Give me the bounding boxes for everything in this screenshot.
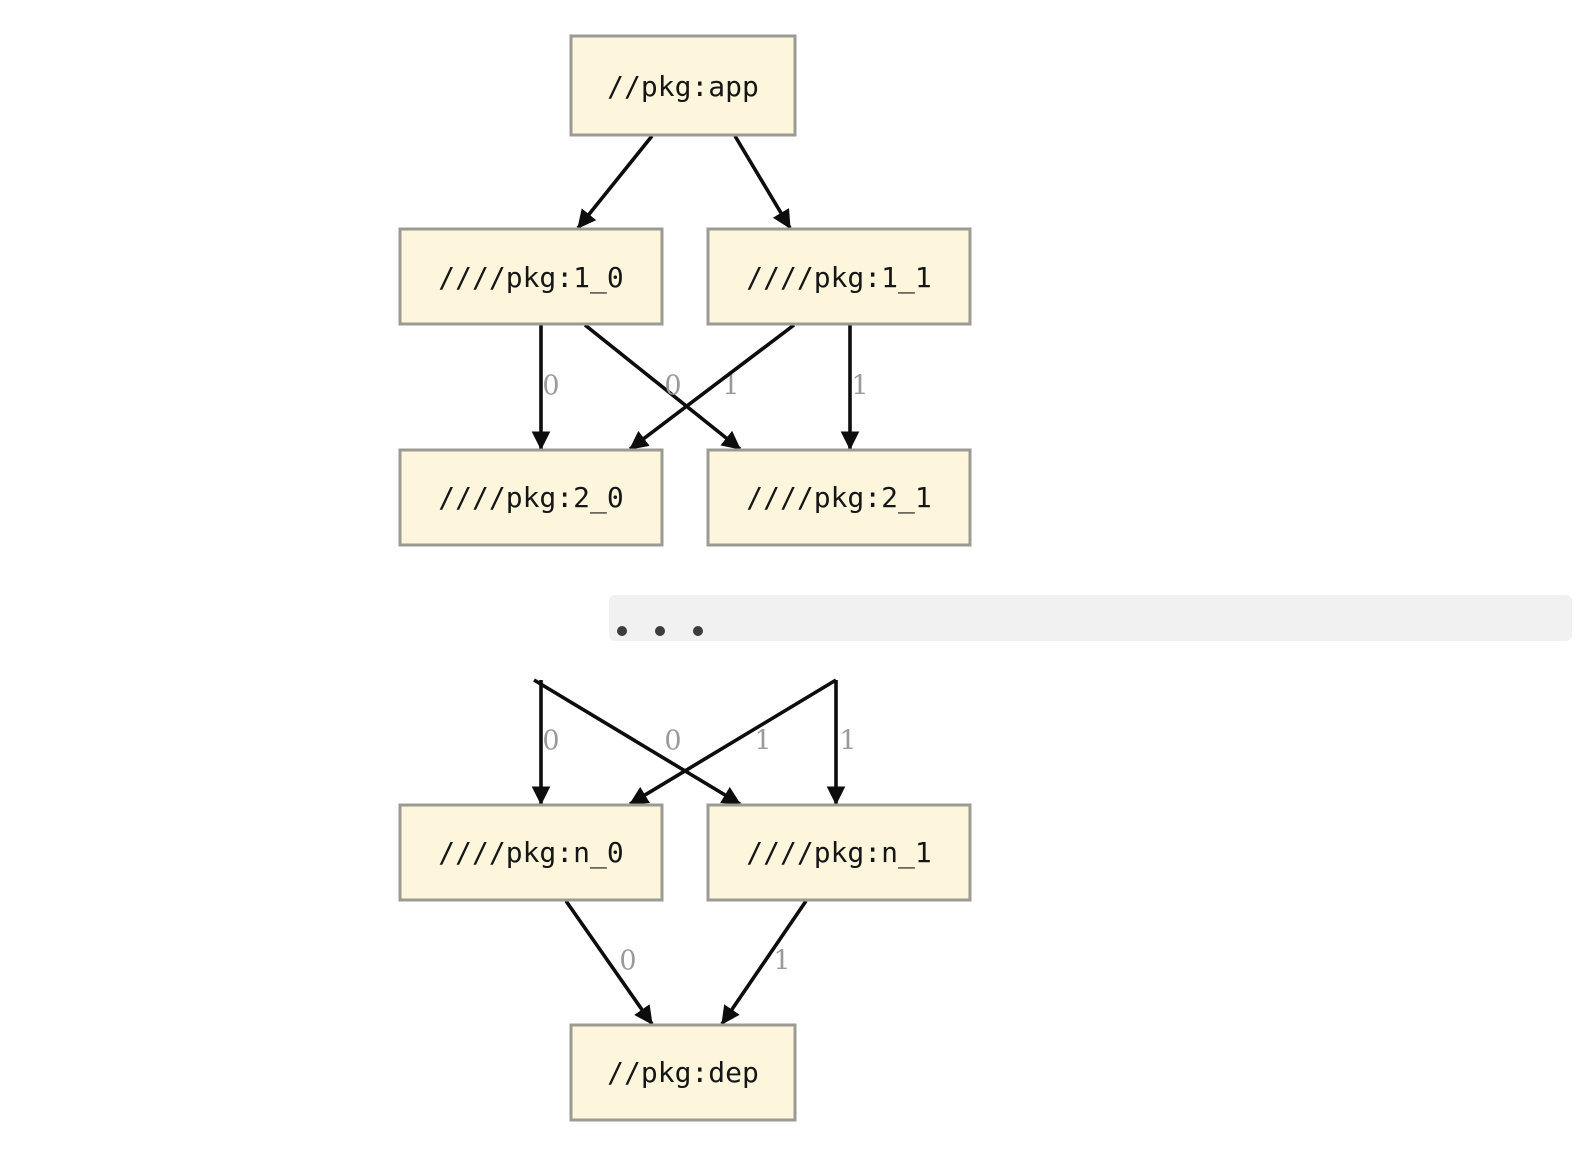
edge-line [628, 323, 796, 451]
edge-1_1-to-2_1[interactable]: 1 [840, 325, 869, 451]
node-layer: //pkg:app ////pkg:1_0 ////pkg:1_1 ////pk… [398, 34, 972, 1122]
edge-line [733, 135, 792, 229]
edge-prev2-to-n_0[interactable]: 0 [629, 678, 837, 806]
edge-line [720, 899, 808, 1026]
node-label: //pkg:dep [607, 1056, 759, 1089]
edge-n_0-to-dep[interactable]: 0 [564, 899, 654, 1026]
edge-label: 1 [722, 371, 739, 402]
node-label: ////pkg:n_0 [438, 836, 623, 870]
edge-app-to-1_1[interactable] [733, 135, 792, 229]
edge-app-to-1_0[interactable] [576, 134, 654, 230]
edge-label: 1 [754, 726, 771, 757]
node-box [569, 34, 797, 137]
edge-layer: 0 1 0 1 0 1 [531, 134, 869, 1026]
edge-prev2-to-n_1[interactable]: 1 [826, 680, 857, 806]
node-label: //pkg:app [607, 70, 759, 103]
node-n_1[interactable]: ////pkg:n_1 [706, 803, 972, 902]
edge-line [583, 323, 742, 451]
edge-label: 0 [664, 726, 681, 757]
ellipsis-dot [617, 626, 627, 636]
edge-label: 1 [851, 371, 868, 402]
node-label: ////pkg:2_1 [746, 481, 931, 515]
ellipsis-dot [655, 626, 665, 636]
node-n_0[interactable]: ////pkg:n_0 [398, 803, 664, 902]
edge-line [629, 678, 837, 806]
edge-1_0-to-2_0[interactable]: 0 [531, 325, 560, 451]
node-box [706, 448, 972, 547]
node-box [569, 1023, 797, 1122]
edge-label: 0 [542, 726, 559, 757]
node-box [398, 803, 664, 902]
edge-line [576, 134, 654, 230]
ellipsis-band-rect [609, 595, 1572, 641]
node-1_0[interactable]: ////pkg:1_0 [398, 227, 664, 326]
node-label: ////pkg:1_0 [438, 261, 623, 295]
node-box [706, 803, 972, 902]
node-label: ////pkg:n_1 [746, 836, 931, 870]
edge-1_0-to-2_1[interactable]: 1 [583, 323, 742, 451]
edge-label: 0 [619, 946, 636, 977]
edge-label: 0 [542, 371, 559, 402]
node-app[interactable]: //pkg:app [569, 34, 797, 137]
truncated-levels-indicator [609, 595, 1572, 641]
edge-prev-to-n_1[interactable]: 1 [533, 678, 772, 806]
edge-label: 0 [664, 371, 681, 402]
node-2_1[interactable]: ////pkg:2_1 [706, 448, 972, 547]
edge-1_1-to-2_0[interactable]: 0 [628, 323, 796, 451]
node-label: ////pkg:2_0 [438, 481, 623, 515]
node-dep[interactable]: //pkg:dep [569, 1023, 797, 1122]
node-box [706, 227, 972, 326]
edge-line [564, 899, 654, 1026]
edge-label: 1 [773, 946, 790, 977]
node-2_0[interactable]: ////pkg:2_0 [398, 448, 664, 547]
node-box [398, 227, 664, 326]
node-box [398, 448, 664, 547]
edge-prev-to-n_0[interactable]: 0 [531, 680, 560, 806]
node-1_1[interactable]: ////pkg:1_1 [706, 227, 972, 326]
edge-label: 1 [839, 726, 856, 757]
edge-n_1-to-dep[interactable]: 1 [720, 899, 808, 1026]
ellipsis-dot [693, 626, 703, 636]
edge-line [533, 678, 741, 806]
node-label: ////pkg:1_1 [746, 261, 931, 295]
